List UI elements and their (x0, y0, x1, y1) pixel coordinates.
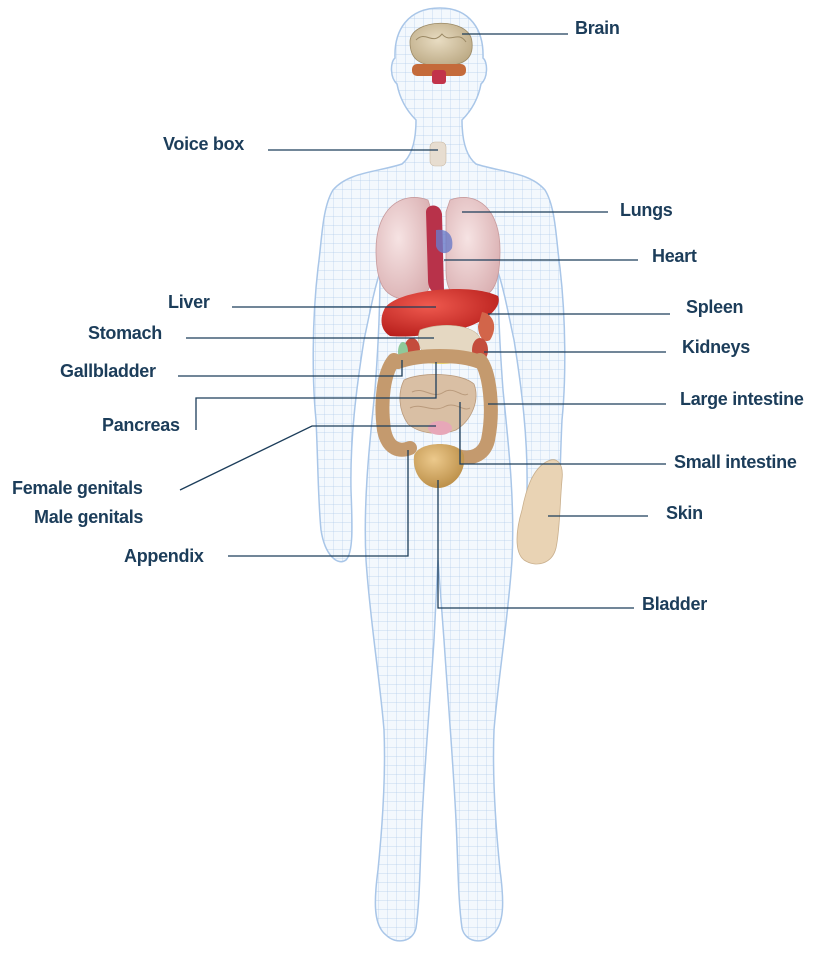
brain-organ (410, 23, 472, 66)
voice-box-organ (430, 142, 446, 166)
label-female-genitals: Female genitals (12, 478, 143, 498)
skin-hand (517, 460, 562, 564)
label-voice-box: Voice box (163, 134, 244, 154)
label-heart: Heart (652, 246, 697, 266)
label-stomach: Stomach (88, 323, 162, 343)
label-lungs: Lungs (620, 200, 673, 220)
label-gallbladder: Gallbladder (60, 361, 156, 381)
label-pancreas: Pancreas (102, 415, 180, 435)
label-liver: Liver (168, 292, 210, 312)
label-appendix: Appendix (124, 546, 204, 566)
label-bladder: Bladder (642, 594, 707, 614)
leader-gallbladder (178, 360, 402, 376)
label-skin: Skin (666, 503, 703, 523)
label-spleen: Spleen (686, 297, 743, 317)
label-kidneys: Kidneys (682, 337, 750, 357)
label-large-intestine: Large intestine (680, 389, 804, 409)
label-small-intestine: Small intestine (674, 452, 797, 472)
label-brain: Brain (575, 18, 620, 38)
genitals-organ (428, 421, 452, 435)
label-male-genitals: Male genitals (34, 507, 143, 527)
